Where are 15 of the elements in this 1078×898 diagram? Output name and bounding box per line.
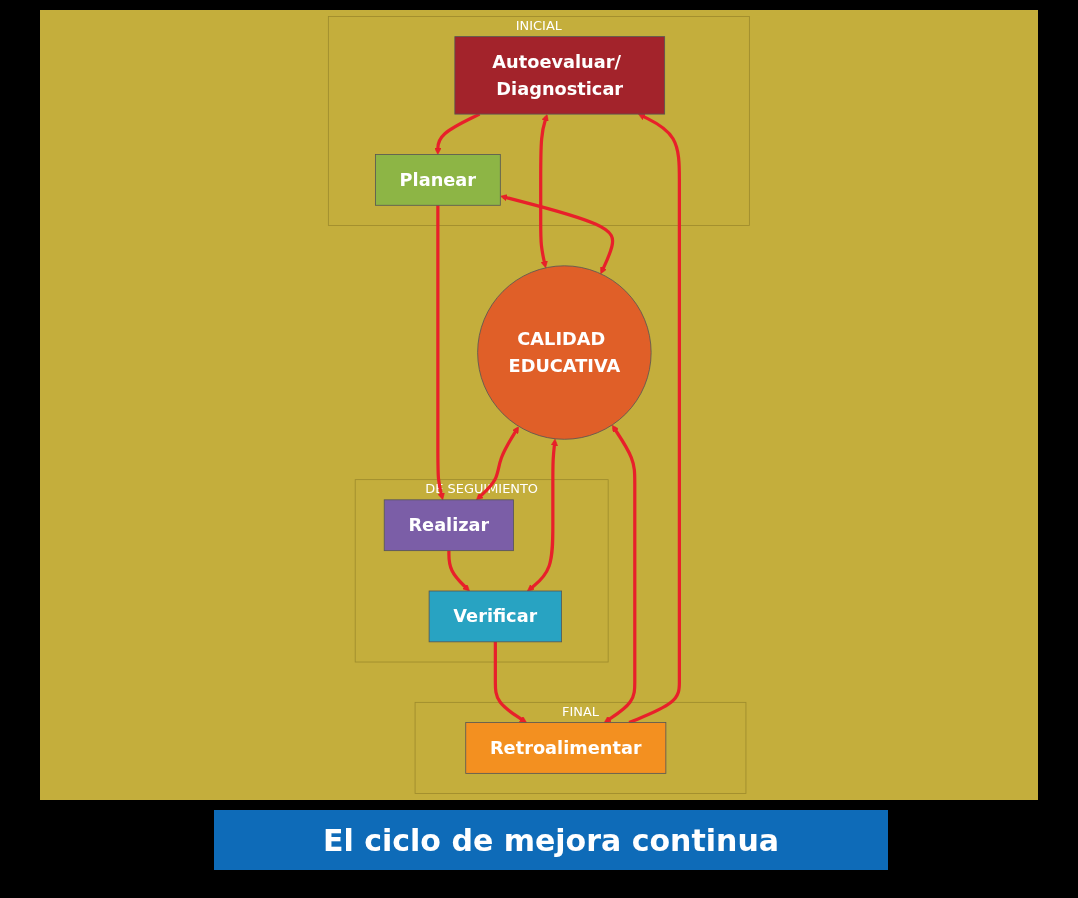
arrow	[493, 641, 527, 723]
arrow	[436, 205, 445, 501]
arrow	[539, 114, 549, 269]
arrow	[527, 438, 558, 592]
node-box: Planear	[375, 154, 501, 206]
node-box: Verificar	[428, 590, 563, 643]
arrow	[476, 426, 520, 501]
arrow	[604, 424, 637, 723]
node-box: Autoevaluar/ Diagnosticar	[454, 36, 666, 115]
caption-banner: El ciclo de mejora continua	[214, 810, 888, 870]
node-circle: CALIDAD EDUCATIVA	[477, 265, 652, 440]
node-box: Retroalimentar	[465, 722, 667, 774]
arrow	[447, 550, 470, 592]
node-box: Realizar	[383, 499, 515, 552]
arrow	[500, 194, 615, 275]
